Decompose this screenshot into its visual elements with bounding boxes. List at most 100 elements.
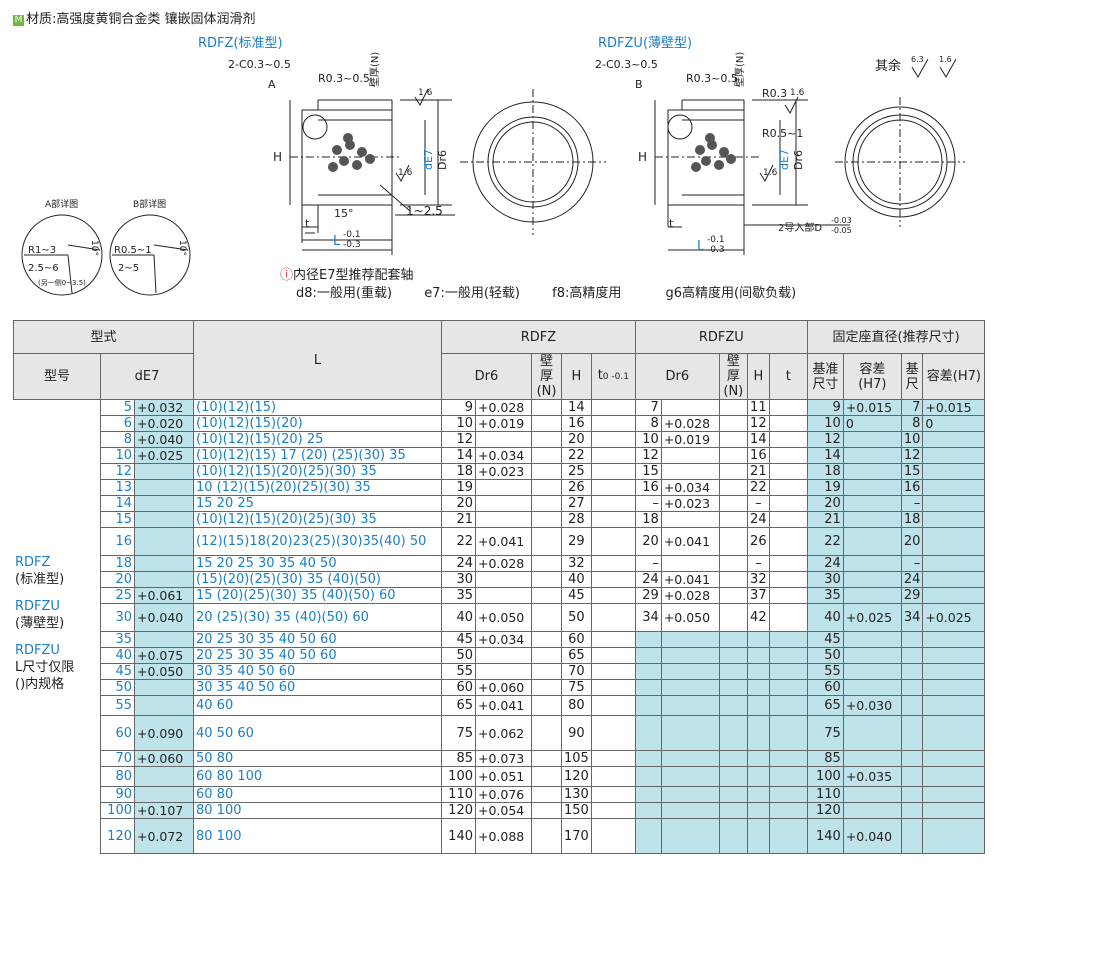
table-cell: 40 xyxy=(100,647,135,664)
table-cell xyxy=(590,695,636,716)
table-cell: +0.088 xyxy=(475,818,532,854)
table-cell: 32 xyxy=(561,555,592,572)
technical-drawing: 2-C0.3~0.5 R0.3~0.5 A H 15° t 1~2.5 L -0… xyxy=(21,52,965,296)
table-cell xyxy=(660,750,720,767)
table-cell xyxy=(842,571,902,588)
detail-a xyxy=(21,214,103,296)
table-cell: 0 xyxy=(842,415,902,432)
row-side xyxy=(13,511,101,528)
table-cell xyxy=(900,695,924,716)
table-cell xyxy=(531,587,562,604)
table-cell: 35 xyxy=(100,631,135,648)
chamfer-label: 2-C0.3~0.5 xyxy=(228,58,291,71)
table-cell xyxy=(660,715,720,751)
table-cell: – xyxy=(746,555,770,572)
table-cell: 16 xyxy=(100,527,135,556)
table-cell: 15 xyxy=(100,511,135,528)
table-cell xyxy=(590,571,636,588)
rdfzu-title: RDFZU(薄壁型) xyxy=(598,36,693,51)
table-cell xyxy=(718,603,748,632)
row-side xyxy=(13,802,101,819)
guide-label: 2导入部D xyxy=(778,221,822,234)
table-cell: 60 xyxy=(806,679,844,696)
note-g6: g6高精度用(间歇负载) xyxy=(665,286,797,301)
table-cell: 65 xyxy=(561,647,592,664)
table-cell xyxy=(590,479,636,496)
table-cell: +0.072 xyxy=(134,818,194,854)
table-cell xyxy=(634,663,662,680)
table-cell: – xyxy=(900,495,924,512)
shaft-note: ⓘ内径E7型推荐配套轴 xyxy=(280,264,414,283)
table-cell: 50 xyxy=(806,647,844,664)
wall-label: 壁厚(N) xyxy=(368,52,381,87)
table-cell: 55 xyxy=(441,663,476,680)
table-cell xyxy=(842,631,902,648)
table-cell xyxy=(768,527,808,556)
table-cell xyxy=(746,818,770,854)
table-cell xyxy=(134,766,194,787)
table-cell: 30 35 40 50 60 xyxy=(193,679,442,696)
note-d8: d8:一般用(重载) xyxy=(296,286,393,301)
table-cell xyxy=(531,415,562,432)
table-cell xyxy=(134,679,194,696)
guide-dn: -0.05 xyxy=(831,226,852,235)
table-cell: 45 xyxy=(806,631,844,648)
table-cell: 45 xyxy=(561,587,592,604)
table-cell: 20 xyxy=(100,571,135,588)
table-cell xyxy=(718,766,748,787)
table-cell: 120 xyxy=(441,802,476,819)
note-f8: f8:高精度用 xyxy=(552,286,622,301)
table-cell: 170 xyxy=(561,818,592,854)
row-side xyxy=(13,715,101,751)
table-cell xyxy=(718,786,748,803)
table-cell: 20 xyxy=(806,495,844,512)
th-t: t0 -0.1 xyxy=(590,353,636,400)
table-cell: 13 xyxy=(100,479,135,496)
table-cell: 18 xyxy=(441,463,476,480)
radius-label: R0.3~0.5 xyxy=(318,72,370,85)
table-cell: +0.034 xyxy=(660,479,720,496)
table-cell xyxy=(768,750,808,767)
table-cell xyxy=(134,786,194,803)
table-cell: 8 xyxy=(634,415,662,432)
table-cell: +0.020 xyxy=(134,415,194,432)
table-cell: 40 50 60 xyxy=(193,715,442,751)
table-cell xyxy=(922,663,986,680)
th-d: dE7 xyxy=(100,353,194,400)
row-side xyxy=(13,527,101,556)
table-cell: +0.015 xyxy=(842,399,902,416)
table-cell xyxy=(134,555,194,572)
table-cell: 75 xyxy=(441,715,476,751)
table-cell xyxy=(531,571,562,588)
table-cell: 24 xyxy=(634,571,662,588)
dr6-label-u: Dr6 xyxy=(792,150,805,170)
table-cell xyxy=(768,766,808,787)
h-label: H xyxy=(273,150,282,164)
table-cell: 22 xyxy=(806,527,844,556)
table-cell xyxy=(660,802,720,819)
table-cell xyxy=(134,695,194,716)
table-cell: +0.028 xyxy=(660,415,720,432)
table-cell xyxy=(634,631,662,648)
table-cell xyxy=(768,647,808,664)
table-cell xyxy=(768,786,808,803)
note-e7: e7:一般用(轻载) xyxy=(424,286,520,301)
table-cell xyxy=(900,715,924,751)
table-cell: 140 xyxy=(441,818,476,854)
table-cell xyxy=(718,527,748,556)
table-cell: 20 xyxy=(900,527,924,556)
len-label: 1~2.5 xyxy=(406,204,443,218)
table-cell xyxy=(531,766,562,787)
row-side xyxy=(13,447,101,464)
table-cell xyxy=(718,631,748,648)
table-cell xyxy=(922,695,986,716)
th-ut: t xyxy=(768,353,808,400)
table-cell: +0.061 xyxy=(134,587,194,604)
table-cell: 8 xyxy=(100,431,135,448)
